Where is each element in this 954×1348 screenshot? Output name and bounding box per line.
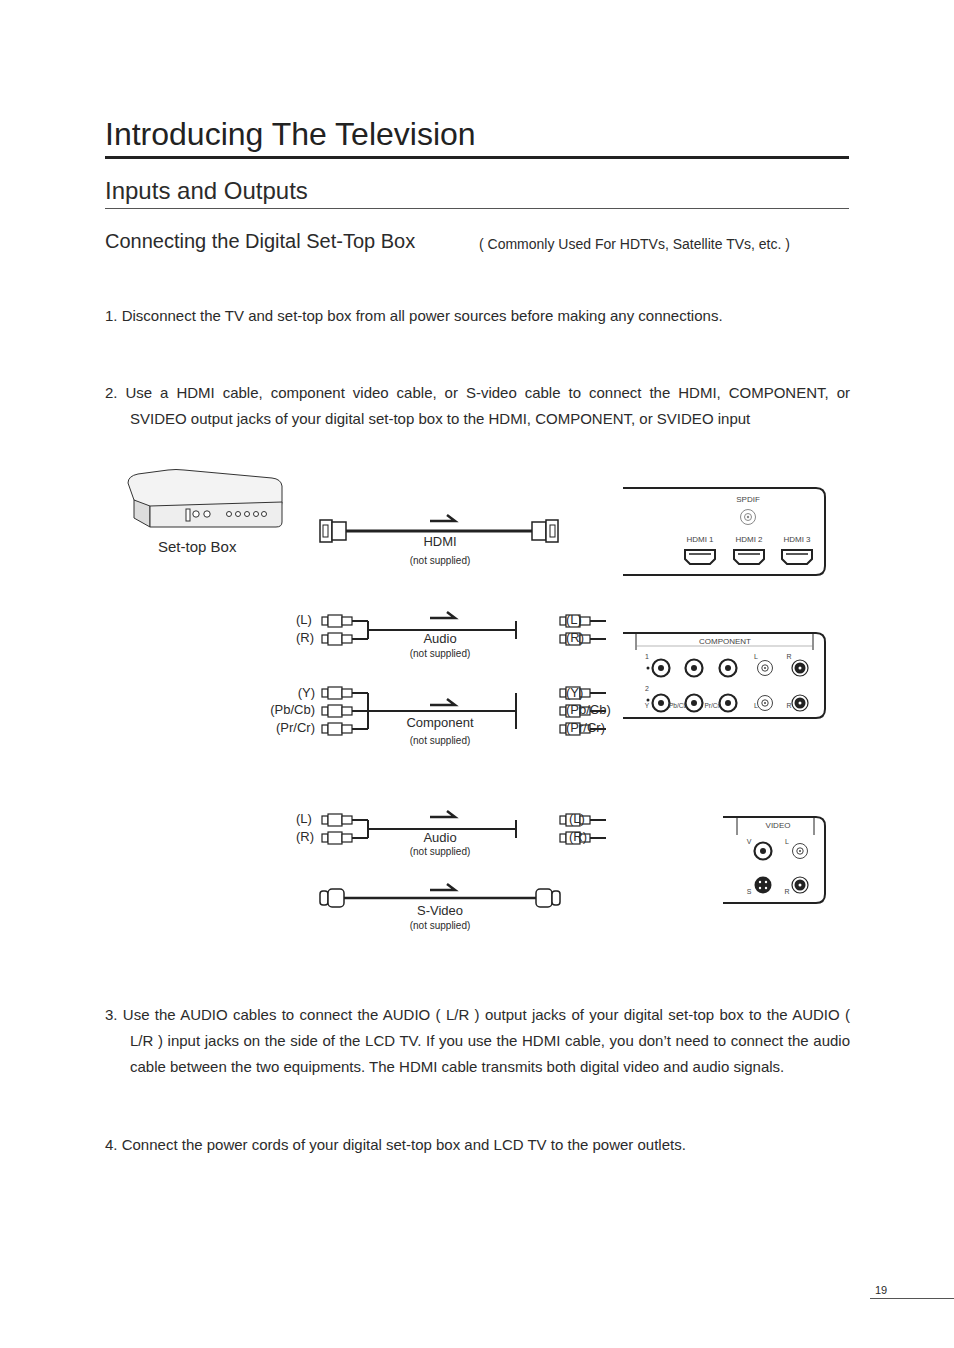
cable-label: S-Video [417,904,463,919]
jack-panel: COMPONENT 1 2Y Pb/Cb Pr/Cr L R L R [623,632,826,719]
instruction-step: 2. Use a HDMI cable, component video cab… [105,380,850,432]
jack-label: SPDIF [736,495,760,504]
tv-panel [623,488,825,575]
channel-label: (Y) [566,686,583,701]
jack-label: L [785,838,789,846]
cable-note: (not supplied) [410,735,471,747]
cable-label: Component [406,716,473,731]
jack-label: 1 [645,653,649,661]
jack-label: V [747,838,752,846]
cable-note: (not supplied) [410,920,471,932]
page-title: Introducing The Television [105,116,476,153]
channel-label: (L) [566,613,582,628]
channel-label: (L) [296,613,312,628]
jack-label: Y [645,702,649,709]
subheading-note: ( Commonly Used For HDTVs, Satellite TVs… [479,236,790,252]
channel-label: (R) [296,830,314,845]
channel-label: (Pr/Cr) [276,721,315,736]
jack-label: S [747,888,752,896]
instruction-step: 3. Use the AUDIO cables to connect the A… [105,1002,850,1080]
cable-label: Audio [423,831,456,846]
jack-label: R [786,653,791,661]
tv-panel [623,633,825,718]
component-cable [322,687,606,735]
audio-cable [322,814,606,844]
instruction-step: 1. Disconnect the TV and set-top box fro… [105,303,850,329]
cable-note: (not supplied) [410,555,471,567]
set-top-box [128,470,282,528]
channel-label: (Pr/Cr) [566,721,605,736]
audio-cable [322,615,606,645]
subsection-heading: Connecting the Digital Set-Top Box [105,230,415,253]
jack-label: R [786,702,791,710]
page-number: 19 [875,1284,887,1297]
jack-label: 2 [645,685,649,693]
jack-label: HDMI 2 [735,535,762,544]
channel-label: (R) [569,830,587,845]
jack-label: HDMI 3 [783,535,810,544]
channel-label: (Pb/Cb) [566,703,611,718]
jack-panel: SPDIF HDMI 1 HDMI 2 HDMI 3 [623,487,826,576]
jack-label: Pb/Cb [669,702,687,709]
jack-label: L [754,702,758,710]
channel-label: (Y) [298,686,315,701]
cable-note: (not supplied) [410,846,471,858]
cable-label: Audio [423,632,456,647]
channel-label: (L) [296,812,312,827]
channel-label: (L) [569,812,585,827]
instruction-step: 4. Connect the power cords of your digit… [105,1132,850,1158]
jack-label: Pr/Cr [704,702,719,709]
jack-label: L [754,653,758,661]
tv-panel [723,817,825,903]
jack-label: VIDEO [766,821,791,830]
jack-label: COMPONENT [699,637,751,646]
jack-label: R [784,888,789,896]
channel-label: (Pb/Cb) [270,703,315,718]
jack-panel: VIDEO V L S R [723,816,826,904]
cable-label: HDMI [423,535,456,550]
jack-label: HDMI 1 [686,535,713,544]
channel-label: (R) [296,631,314,646]
cable-note: (not supplied) [410,648,471,660]
channel-label: (R) [566,631,584,646]
device-label: Set-top Box [158,538,236,555]
section-heading: Inputs and Outputs [105,177,308,205]
